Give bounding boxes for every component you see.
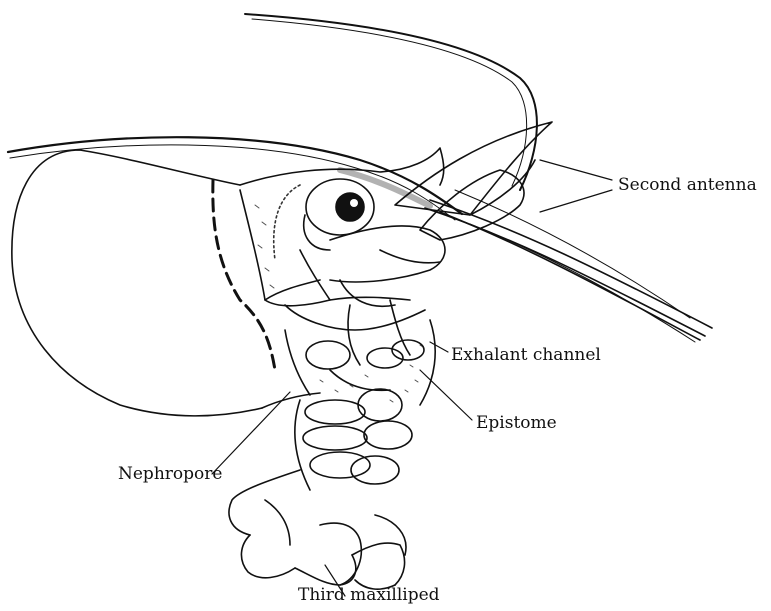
epistome-region [285, 300, 435, 405]
second-antenna-right [425, 190, 712, 342]
antenna-flagellum-upper [245, 14, 537, 190]
antennal-peduncle [300, 226, 445, 306]
label-epistome: Epistome [476, 413, 557, 433]
carapace-outline [12, 148, 444, 416]
orbit-region [240, 185, 410, 306]
label-nephropore: Nephropore [118, 464, 222, 484]
mouthparts [295, 389, 412, 490]
label-exhalant-channel: Exhalant channel [451, 345, 601, 365]
eye [304, 179, 374, 250]
leader-lines [212, 160, 612, 596]
label-second-antenna: Second antenna [618, 175, 757, 195]
antennal-scale [395, 122, 552, 240]
third-maxilliped-drawing [229, 470, 406, 589]
label-third-maxilliped: Third maxilliped [298, 585, 440, 605]
